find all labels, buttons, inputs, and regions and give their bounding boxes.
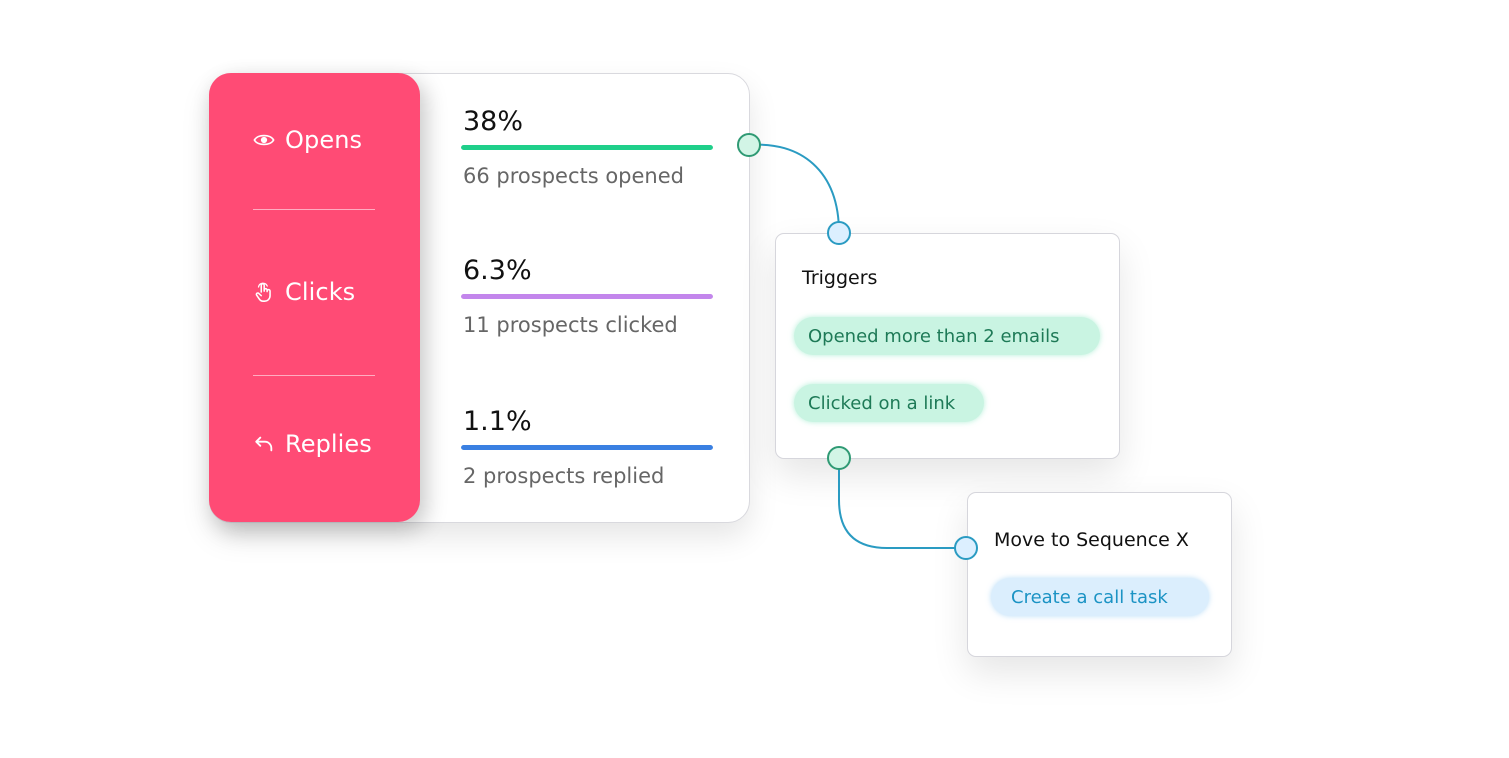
- connector-node: [827, 446, 851, 470]
- replies-percent: 1.1%: [463, 406, 532, 437]
- reply-arrow-icon: [255, 436, 273, 452]
- opens-detail: 66 prospects opened: [463, 164, 684, 188]
- clicks-progress-fill: [461, 294, 713, 299]
- connector-node: [737, 133, 761, 157]
- connector-node: [954, 536, 978, 560]
- clicks-percent: 6.3%: [463, 255, 532, 286]
- triggers-title: Triggers: [802, 267, 878, 289]
- connector-line: [838, 458, 966, 549]
- trigger-chip-opened[interactable]: Opened more than 2 emails: [794, 317, 1100, 355]
- replies-progress-bar: [461, 445, 713, 450]
- connector-node: [827, 221, 851, 245]
- metric-clicks: Clicks: [253, 274, 355, 310]
- triggers-card: Triggers Opened more than 2 emails Click…: [775, 233, 1120, 459]
- action-chip-call-task[interactable]: Create a call task: [991, 578, 1209, 616]
- clicks-label: Clicks: [285, 278, 356, 306]
- pointer-hand-icon: [255, 282, 271, 302]
- opens-percent: 38%: [463, 106, 524, 137]
- metric-replies: Replies: [253, 426, 372, 462]
- replies-label: Replies: [285, 430, 372, 458]
- opens-progress-fill: [461, 145, 713, 150]
- trigger-chip-clicked[interactable]: Clicked on a link: [794, 384, 984, 422]
- divider: [253, 375, 375, 376]
- opens-progress-bar: [461, 145, 713, 150]
- metric-opens: Opens: [253, 122, 362, 158]
- replies-detail: 2 prospects replied: [463, 464, 665, 488]
- opens-label: Opens: [285, 126, 363, 154]
- replies-progress-fill: [461, 445, 713, 450]
- action-title: Move to Sequence X: [994, 529, 1189, 551]
- sequence-action-card: Move to Sequence X Create a call task: [967, 492, 1232, 657]
- metric-sidebar: Opens Clicks Replies: [209, 73, 420, 522]
- clicks-detail: 11 prospects clicked: [463, 313, 678, 337]
- connector-line: [748, 143, 840, 234]
- eye-icon: [253, 134, 275, 146]
- clicks-progress-bar: [461, 294, 713, 299]
- divider: [253, 209, 375, 210]
